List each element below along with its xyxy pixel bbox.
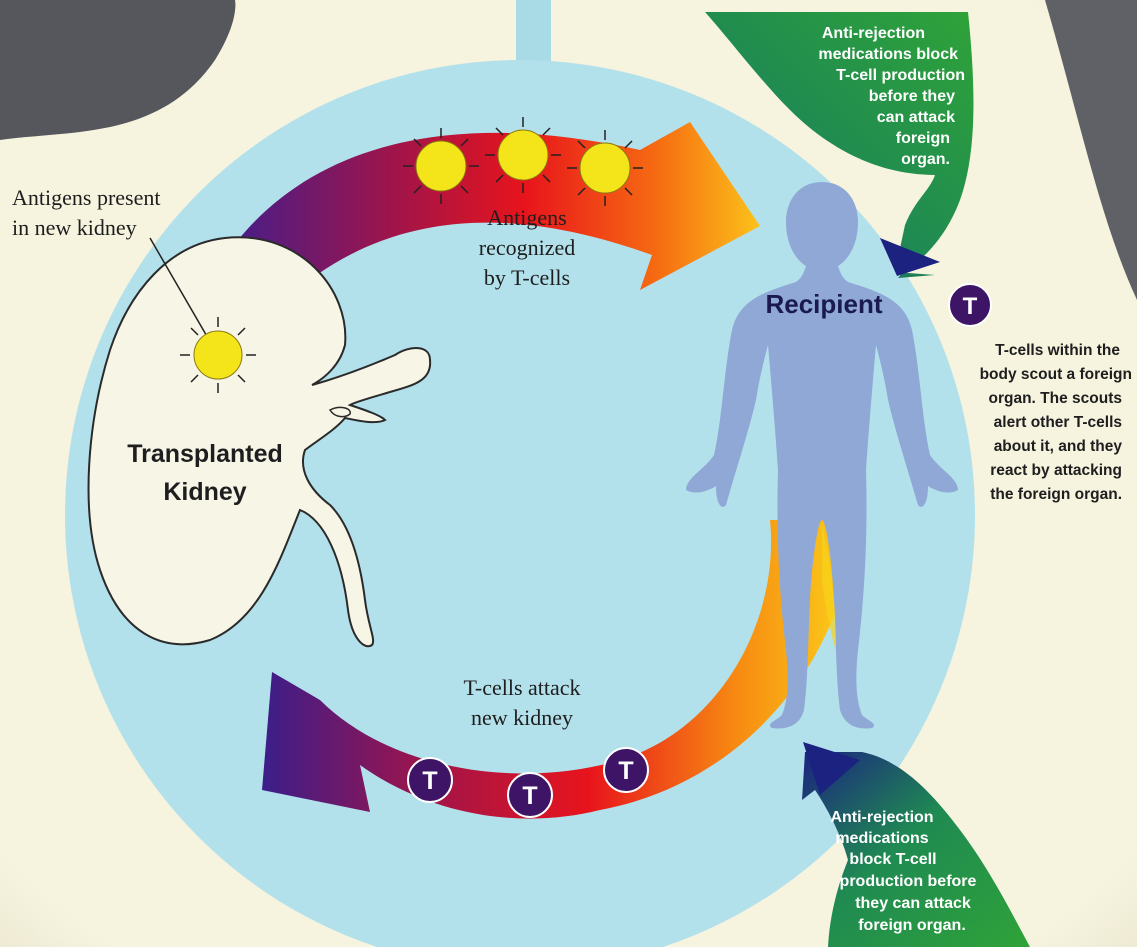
svg-text:before they: before they	[869, 88, 955, 105]
svg-text:Anti-rejection: Anti-rejection	[830, 809, 933, 826]
svg-text:in new kidney: in new kidney	[12, 215, 137, 240]
svg-text:medications block: medications block	[818, 46, 958, 63]
svg-text:T: T	[963, 293, 978, 320]
antigens-recognized-label: Antigens recognized by T-cells	[479, 205, 576, 290]
svg-text:T: T	[422, 767, 437, 795]
svg-text:Transplanted: Transplanted	[127, 440, 283, 468]
svg-text:by T-cells: by T-cells	[484, 265, 570, 290]
svg-text:they can attack: they can attack	[855, 895, 971, 912]
tcell-legend-icon: T	[949, 284, 991, 326]
svg-text:foreign organ.: foreign organ.	[858, 917, 966, 934]
svg-text:recognized: recognized	[479, 235, 576, 260]
svg-text:new kidney: new kidney	[471, 705, 573, 730]
svg-text:T-cells attack: T-cells attack	[463, 675, 580, 700]
tcell-icon-1: T	[408, 758, 452, 802]
tcell-icon-3: T	[604, 748, 648, 792]
svg-text:about it, and they: about it, and they	[994, 438, 1123, 455]
tcell-description-text: T-cells within the body scout a foreign …	[980, 342, 1132, 503]
svg-text:foreign: foreign	[896, 130, 950, 147]
svg-text:body scout a foreign: body scout a foreign	[980, 366, 1132, 383]
svg-text:organ.: organ.	[901, 151, 950, 168]
svg-text:Kidney: Kidney	[163, 478, 246, 506]
tcell-icon-2: T	[508, 773, 552, 817]
svg-text:alert other T-cells: alert other T-cells	[994, 414, 1122, 431]
svg-text:react by attacking: react by attacking	[990, 462, 1122, 479]
svg-text:the foreign organ.: the foreign organ.	[990, 486, 1122, 503]
svg-text:T: T	[618, 757, 633, 785]
svg-text:T-cell production: T-cell production	[836, 67, 965, 84]
svg-text:medications: medications	[835, 830, 928, 847]
svg-text:can attack: can attack	[877, 109, 955, 126]
svg-text:organ. The scouts: organ. The scouts	[989, 390, 1123, 407]
svg-text:block T-cell: block T-cell	[849, 851, 936, 868]
svg-text:Antigens present: Antigens present	[12, 185, 160, 210]
svg-text:T: T	[522, 782, 537, 810]
svg-text:Antigens: Antigens	[487, 205, 566, 230]
svg-text:Anti-rejection: Anti-rejection	[822, 25, 925, 42]
recipient-label: Recipient	[765, 289, 882, 319]
svg-text:T-cells within the: T-cells within the	[995, 342, 1120, 359]
svg-text:production before: production before	[840, 873, 977, 890]
